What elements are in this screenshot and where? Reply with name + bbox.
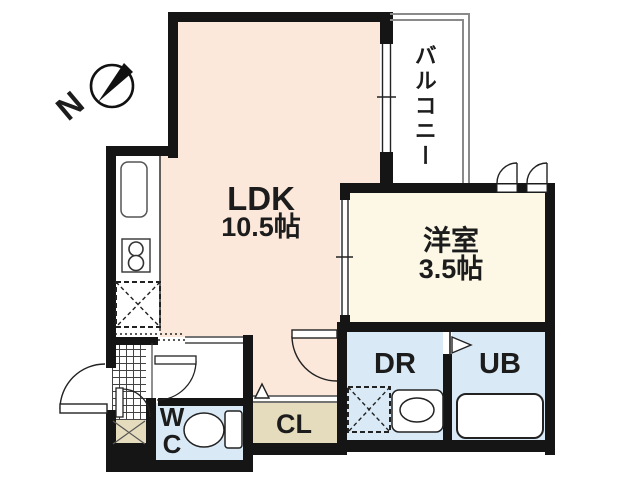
wall bbox=[343, 183, 555, 193]
sliding-door-western-icon bbox=[336, 200, 353, 315]
wall bbox=[337, 440, 555, 452]
wall bbox=[106, 146, 178, 156]
genkan-door-icon bbox=[115, 387, 151, 418]
balcony-label: バルコニー bbox=[411, 44, 437, 169]
closet-door-icon bbox=[253, 382, 337, 403]
sliding-window-balcony-icon bbox=[377, 44, 396, 152]
shoe-cabinet-lines bbox=[112, 420, 146, 445]
washing-machine-space-icon bbox=[347, 386, 391, 433]
western-name: 洋室 bbox=[422, 225, 479, 256]
wall bbox=[340, 183, 350, 200]
wall bbox=[545, 183, 555, 455]
wall bbox=[146, 398, 156, 462]
wc-label-w: W bbox=[159, 402, 185, 432]
hall-door-icon bbox=[154, 355, 197, 401]
wall bbox=[380, 12, 393, 44]
washbasin-icon bbox=[391, 389, 444, 433]
awning-window-icon bbox=[526, 162, 548, 193]
toilet-icon bbox=[183, 410, 243, 449]
wall bbox=[243, 443, 347, 455]
ub-label: UB bbox=[479, 348, 521, 380]
room-western bbox=[350, 193, 545, 322]
wc-label-c: C bbox=[162, 429, 182, 459]
ldk-name: LDK bbox=[227, 180, 295, 217]
room-closet bbox=[253, 403, 337, 443]
room-ldk-extension bbox=[253, 337, 337, 395]
bathtub-icon bbox=[456, 393, 544, 439]
balcony-railing bbox=[390, 13, 470, 183]
refrigerator-space-icon bbox=[115, 281, 161, 328]
opening-lintel bbox=[185, 336, 243, 344]
kitchen-sink-icon bbox=[120, 161, 148, 218]
wall bbox=[168, 12, 390, 22]
ldk-area: 10.5帖 bbox=[221, 212, 301, 242]
room-ldk-lower bbox=[160, 156, 340, 337]
wall bbox=[150, 460, 253, 472]
wall bbox=[340, 322, 555, 332]
gas-stove-icon bbox=[121, 238, 151, 273]
western-area: 3.5帖 bbox=[418, 254, 484, 284]
wc-label: W C bbox=[158, 404, 186, 458]
wall bbox=[168, 12, 178, 158]
wall bbox=[443, 354, 452, 452]
folding-door-icon bbox=[449, 332, 473, 356]
dr-label: DR bbox=[374, 348, 416, 380]
awning-window-icon bbox=[496, 162, 518, 193]
entrance-door-icon bbox=[59, 363, 108, 414]
wall bbox=[337, 322, 347, 452]
wall bbox=[106, 410, 116, 472]
ldk-dr-door-icon bbox=[291, 329, 338, 382]
wall bbox=[380, 152, 393, 186]
wall bbox=[106, 146, 116, 368]
wall bbox=[158, 398, 253, 406]
wall bbox=[106, 337, 158, 345]
north-compass-icon bbox=[89, 63, 135, 109]
cl-label: CL bbox=[276, 409, 312, 439]
